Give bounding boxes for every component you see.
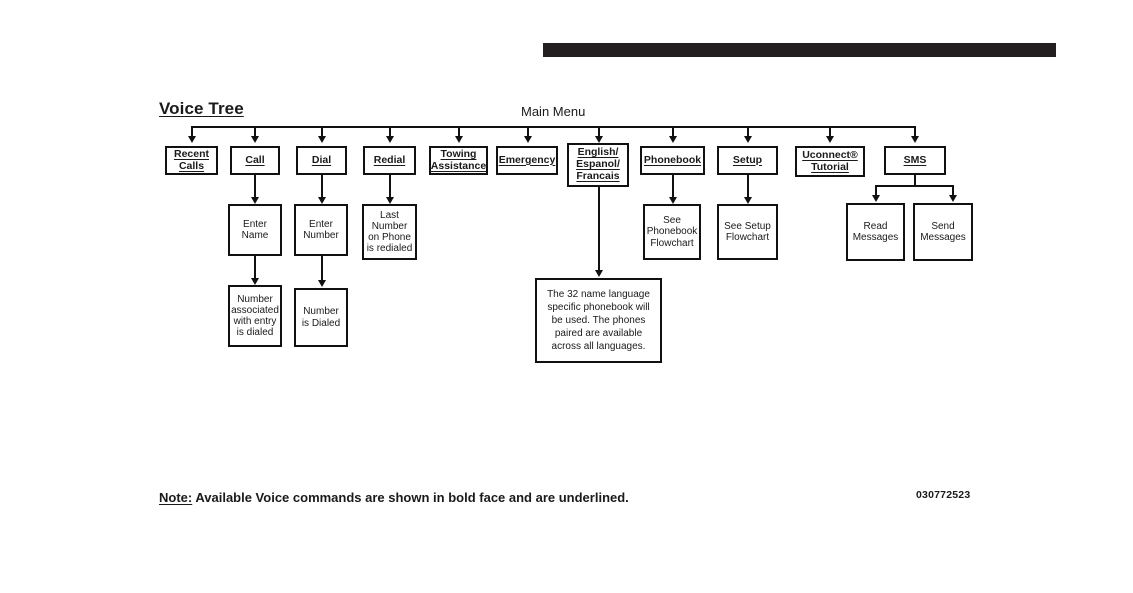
- arrow-languages: [594, 136, 603, 143]
- connector-redial-to-last-number: [389, 175, 391, 198]
- drop-line-recent-calls: [191, 126, 193, 137]
- connector-call-to-enter-name: [254, 175, 256, 198]
- connector-sms-to-send: [952, 185, 954, 196]
- connector-phonebook-to-flowchart: [672, 175, 674, 198]
- node-language-note-text: The 32 name language specific phonebook …: [547, 289, 650, 352]
- node-emergency-label: Emergency: [498, 153, 556, 166]
- drop-line-dial: [321, 126, 323, 137]
- arrow-last-number: [385, 197, 394, 204]
- footer-note: Note: Available Voice commands are shown…: [159, 490, 629, 505]
- arrow-number-dialed: [317, 280, 326, 287]
- drop-line-call: [254, 126, 256, 137]
- drop-line-emergency: [527, 126, 529, 137]
- node-call[interactable]: Call: [230, 146, 280, 175]
- connector-enter-number-to-number-dialed: [321, 256, 323, 281]
- arrow-setup: [743, 136, 752, 143]
- node-emergency[interactable]: Emergency: [496, 146, 558, 175]
- arrow-emergency: [523, 136, 532, 143]
- footer-note-text: Available Voice commands are shown in bo…: [192, 490, 629, 505]
- node-sms[interactable]: SMS: [884, 146, 946, 175]
- drop-line-languages: [598, 126, 600, 137]
- node-redial[interactable]: Redial: [363, 146, 416, 175]
- drop-line-towing: [458, 126, 460, 137]
- arrow-number-associated: [250, 278, 259, 285]
- node-redial-label: Redial: [373, 153, 406, 166]
- arrow-redial: [385, 136, 394, 143]
- connector-sms-to-read: [875, 185, 877, 196]
- node-language-note: The 32 name language specific phonebook …: [535, 278, 662, 363]
- node-phonebook-label: Phonebook: [643, 153, 702, 166]
- arrow-enter-name: [250, 197, 259, 204]
- arrow-see-phonebook: [668, 197, 677, 204]
- page-title: Voice Tree: [159, 99, 244, 118]
- drop-line-setup: [747, 126, 749, 137]
- main-menu-bus-line: [191, 126, 916, 128]
- arrow-uconnect: [825, 136, 834, 143]
- node-languages-label: English/Espanol/Francais: [576, 146, 620, 182]
- arrow-dial: [317, 136, 326, 143]
- arrow-send-messages: [948, 195, 957, 202]
- connector-dial-to-enter-number: [321, 175, 323, 198]
- arrow-language-note: [594, 270, 603, 277]
- connector-languages-to-note: [598, 187, 600, 271]
- arrow-sms: [910, 136, 919, 143]
- node-dial[interactable]: Dial: [296, 146, 347, 175]
- node-uconnect-tutorial-label: Uconnect®Tutorial: [802, 148, 858, 173]
- connector-sms-bus: [875, 185, 954, 187]
- arrow-phonebook: [668, 136, 677, 143]
- node-uconnect-tutorial[interactable]: Uconnect®Tutorial: [795, 146, 865, 177]
- drop-line-sms: [914, 126, 916, 137]
- arrow-see-setup: [743, 197, 752, 204]
- drop-line-uconnect: [829, 126, 831, 137]
- arrow-recent-calls: [187, 136, 196, 143]
- node-setup-label: Setup: [732, 153, 763, 166]
- arrow-read-messages: [871, 195, 880, 202]
- node-sms-label: SMS: [903, 153, 927, 166]
- node-dial-label: Dial: [311, 153, 332, 166]
- node-call-label: Call: [245, 153, 265, 166]
- drop-line-phonebook: [672, 126, 674, 137]
- footer-note-prefix: Note:: [159, 490, 193, 505]
- drop-line-redial: [389, 126, 391, 137]
- node-languages[interactable]: English/Espanol/Francais: [567, 143, 629, 187]
- top-black-bar: [543, 43, 1056, 57]
- connector-setup-to-flowchart: [747, 175, 749, 198]
- main-menu-label: Main Menu: [521, 104, 586, 119]
- connector-sms-stem: [914, 175, 916, 186]
- arrow-call: [250, 136, 259, 143]
- node-setup[interactable]: Setup: [717, 146, 778, 175]
- arrow-enter-number: [317, 197, 326, 204]
- node-phonebook[interactable]: Phonebook: [640, 146, 705, 175]
- arrow-towing: [454, 136, 463, 143]
- connector-enter-name-to-number-associated: [254, 256, 256, 279]
- document-id: 030772523: [916, 489, 971, 501]
